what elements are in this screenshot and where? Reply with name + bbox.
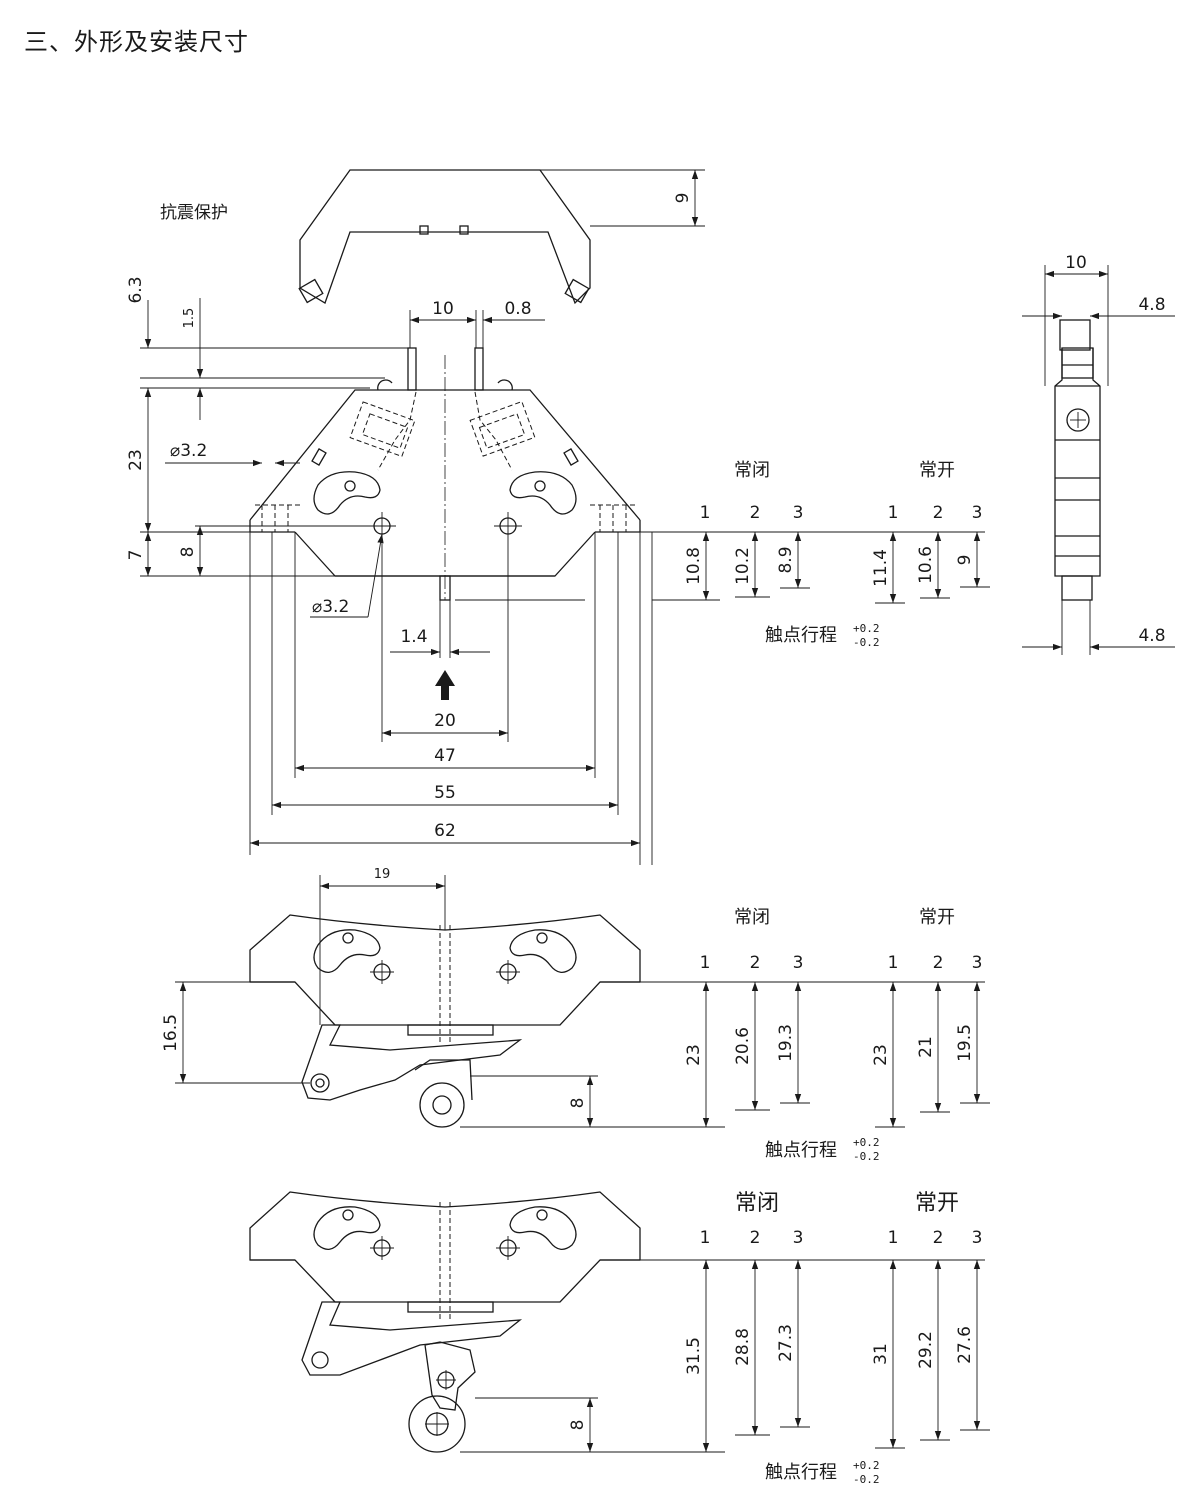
svg-text:2: 2 [750,953,761,973]
svg-text:29.2: 29.2 [916,1331,936,1369]
svg-text:7: 7 [126,550,146,561]
svg-text:31: 31 [871,1343,891,1365]
side-view-dims: 10 4.8 4.8 [1022,253,1175,651]
svg-text:8: 8 [568,1098,588,1109]
svg-text:1: 1 [888,503,899,523]
svg-text:-0.2: -0.2 [853,1473,880,1486]
svg-text:常闭: 常闭 [735,1191,779,1216]
svg-text:+0.2: +0.2 [853,622,880,635]
svg-text:2: 2 [933,503,944,523]
svg-text:16.5: 16.5 [161,1014,181,1052]
svg-text:1.4: 1.4 [400,627,427,647]
svg-text:8.9: 8.9 [776,546,796,573]
svg-text:1: 1 [700,503,711,523]
svg-text:3: 3 [793,503,804,523]
svg-text:+0.2: +0.2 [853,1459,880,1472]
svg-text:1: 1 [888,953,899,973]
svg-text:1: 1 [700,1228,711,1248]
svg-text:0.8: 0.8 [504,299,531,319]
actuation-direction-arrow [435,670,455,700]
svg-text:-0.2: -0.2 [853,636,880,649]
svg-text:常闭: 常闭 [734,907,770,928]
svg-text:1.5: 1.5 [182,308,197,329]
terminal-spacing-dims: 10 0.8 [409,299,545,348]
svg-text:19.5: 19.5 [955,1024,975,1062]
svg-text:3: 3 [793,953,804,973]
svg-text:62: 62 [434,821,456,841]
svg-text:3: 3 [972,953,983,973]
contact-travel-table-lever: 常闭 常开 1 2 3 1 2 3 23 20.6 19.3 23 21 19.… [640,907,990,1163]
svg-text:10.8: 10.8 [684,547,704,585]
svg-text:8: 8 [568,1420,588,1431]
svg-text:⌀3.2: ⌀3.2 [312,597,349,617]
shock-protection-label: 抗震保护 [160,203,228,223]
svg-text:8: 8 [178,547,198,558]
svg-text:常开: 常开 [919,460,955,481]
shock-protection-cover [298,169,591,305]
svg-text:常闭: 常闭 [734,460,770,481]
svg-text:23: 23 [126,449,146,471]
svg-text:20.6: 20.6 [733,1027,753,1065]
svg-text:9: 9 [673,193,693,204]
svg-text:47: 47 [434,746,456,766]
lever-view-dims: 19 16.5 8 [161,867,725,1128]
svg-text:3: 3 [972,503,983,523]
svg-text:11.4: 11.4 [871,549,891,587]
switch-roller-view [249,1191,641,1453]
left-dimensions: 6.3 1.5 23 7 8 [126,276,410,577]
svg-text:10: 10 [1065,253,1087,273]
svg-text:27.6: 27.6 [955,1326,975,1364]
svg-text:触点行程: 触点行程 [765,1140,837,1161]
svg-text:19: 19 [374,867,391,882]
roller-view-dims: 8 [460,1397,725,1453]
hole-diameter-callouts: ⌀3.2 ⌀3.2 [165,441,384,618]
switch-side-view [1054,319,1101,655]
svg-text:2: 2 [933,1228,944,1248]
svg-text:23: 23 [871,1044,891,1066]
svg-text:2: 2 [750,503,761,523]
plunger-width-dim: 1.4 [390,600,490,658]
svg-text:常开: 常开 [919,907,955,928]
svg-text:1: 1 [700,953,711,973]
svg-text:4.8: 4.8 [1138,626,1165,646]
svg-text:28.8: 28.8 [733,1328,753,1366]
svg-text:触点行程: 触点行程 [765,625,837,646]
svg-text:⌀3.2: ⌀3.2 [170,441,207,461]
svg-text:+0.2: +0.2 [853,1136,880,1149]
switch-body-top-view [249,347,641,601]
svg-text:21: 21 [916,1036,936,1058]
svg-text:6.3: 6.3 [126,276,146,303]
svg-text:2: 2 [750,1228,761,1248]
svg-text:9: 9 [955,555,975,566]
contact-travel-table-roller: 常闭 常开 1 2 3 1 2 3 31.5 28.8 27.3 31 29.2… [640,1191,990,1486]
svg-text:10: 10 [432,299,454,319]
dim-9: 9 [540,169,705,227]
svg-text:20: 20 [434,711,456,731]
contact-travel-table-top: 常闭 常开 1 2 3 1 2 3 10.8 10.2 8.9 11.4 10.… [640,460,990,649]
width-dims: 20 47 55 62 [249,532,653,865]
page-title: 三、外形及安装尺寸 [24,28,249,56]
svg-text:10.6: 10.6 [916,546,936,584]
svg-text:3: 3 [972,1228,983,1248]
svg-text:55: 55 [434,783,456,803]
svg-text:4.8: 4.8 [1138,295,1165,315]
svg-text:触点行程: 触点行程 [765,1462,837,1483]
svg-text:2: 2 [933,953,944,973]
svg-text:常开: 常开 [915,1191,959,1216]
svg-text:27.3: 27.3 [776,1324,796,1362]
switch-lever-view [249,914,641,1128]
svg-text:10.2: 10.2 [733,547,753,585]
svg-text:1: 1 [888,1228,899,1248]
svg-text:31.5: 31.5 [684,1337,704,1375]
svg-text:-0.2: -0.2 [853,1150,880,1163]
svg-text:23: 23 [684,1044,704,1066]
svg-text:19.3: 19.3 [776,1024,796,1062]
svg-text:3: 3 [793,1228,804,1248]
